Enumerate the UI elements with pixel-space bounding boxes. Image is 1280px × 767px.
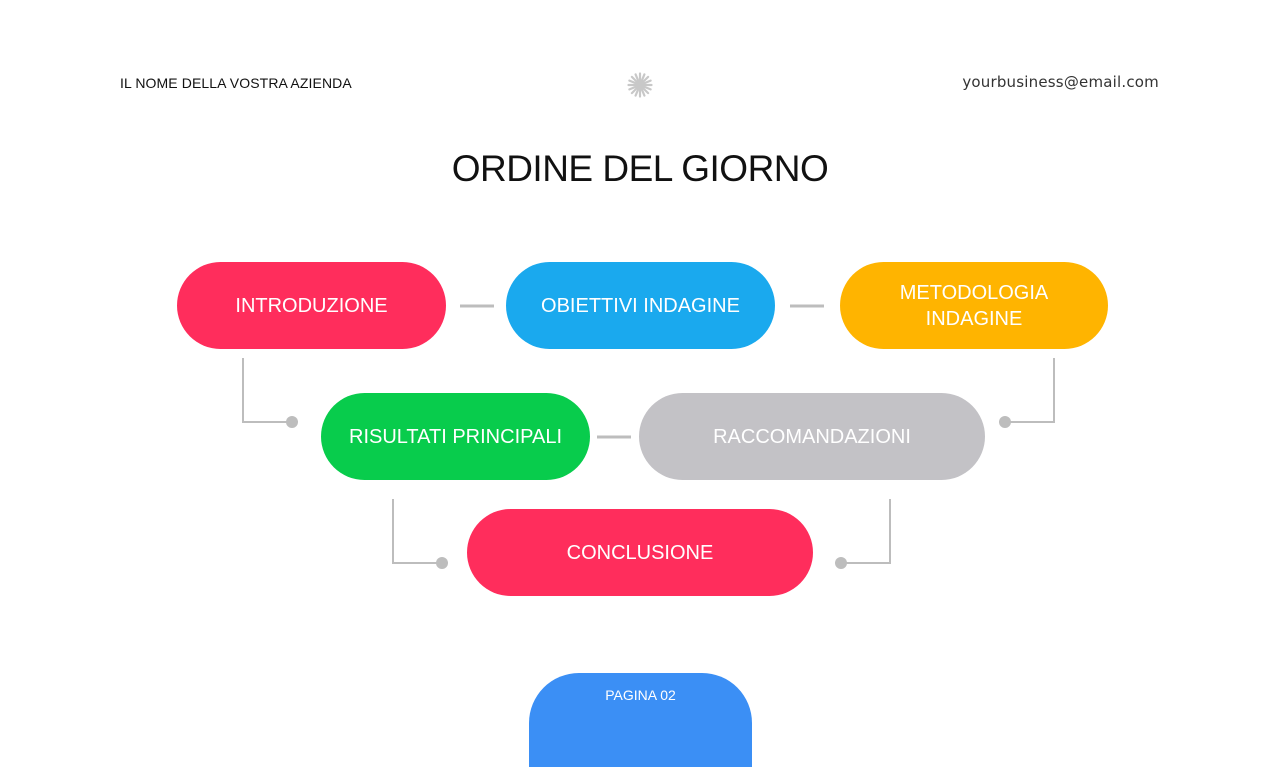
page-number-tab: PAGINA 02 <box>529 673 752 767</box>
agenda-item-label: INTRODUZIONE <box>235 294 388 317</box>
agenda-item-label: RACCOMANDAZIONI <box>713 425 911 448</box>
company-name: IL NOME DELLA VOSTRA AZIENDA <box>120 75 352 91</box>
connector-dot <box>286 416 298 428</box>
connector-dot <box>436 557 448 569</box>
agenda-item-label: CONCLUSIONE <box>566 541 714 564</box>
agenda-item-raccomandazioni[interactable]: RACCOMANDAZIONI <box>639 393 985 480</box>
contact-email[interactable]: yourbusiness@email.com <box>962 73 1159 91</box>
connector-lines <box>242 304 1055 569</box>
connector-intro-risultati <box>242 358 292 423</box>
agenda-item-obiettivi-indagine[interactable]: OBIETTIVI INDAGINE <box>506 262 775 349</box>
connector-risultati-conclusione <box>392 499 442 564</box>
agenda-item-label: OBIETTIVI INDAGINE <box>541 294 740 317</box>
agenda-item-label: METODOLOGIA INDAGINE <box>899 281 1049 330</box>
slide: IL NOME DELLA VOSTRA AZIENDA yourbusines… <box>120 72 1159 767</box>
connector-metodologia-raccomandazioni <box>1005 358 1055 423</box>
agenda-item-label: RISULTATI PRINCIPALI <box>349 425 562 448</box>
agenda-item-introduzione[interactable]: INTRODUZIONE <box>177 262 446 349</box>
connector-raccomandazioni-conclusione <box>841 499 891 564</box>
agenda-item-risultati-principali[interactable]: RISULTATI PRINCIPALI <box>321 393 590 480</box>
asterisk-flower-icon <box>627 72 653 98</box>
page-number-label: PAGINA 02 <box>605 687 676 703</box>
agenda-item-metodologia-indagine[interactable]: METODOLOGIA INDAGINE <box>840 262 1108 349</box>
page-title: ORDINE DEL GIORNO <box>451 148 829 189</box>
agenda-item-conclusione[interactable]: CONCLUSIONE <box>467 509 813 596</box>
connector-dot <box>835 557 847 569</box>
connector-dot <box>999 416 1011 428</box>
